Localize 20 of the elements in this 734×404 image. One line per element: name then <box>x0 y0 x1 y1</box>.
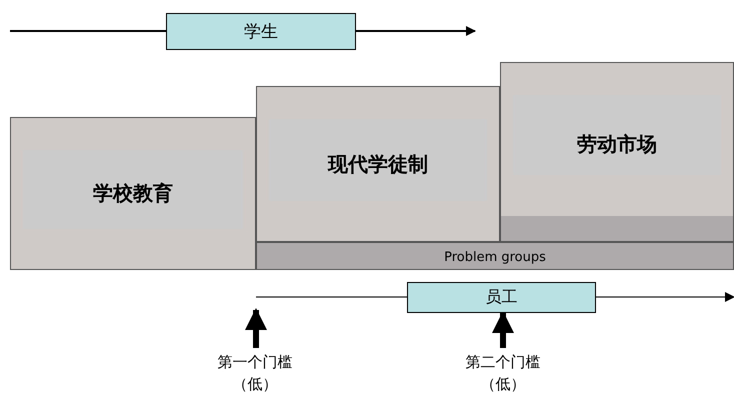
stage-box <box>500 62 734 242</box>
threshold-arrow <box>245 308 267 348</box>
box-label: 现代学徒制 <box>328 150 428 178</box>
threshold-label: 第二个门槛（低） <box>464 352 542 395</box>
box-label: 劳动市场 <box>577 131 657 158</box>
box-label: 学校教育 <box>93 180 173 207</box>
box-label: 员工 <box>486 287 518 308</box>
box-label: 学生 <box>244 21 278 43</box>
timeline-arrow <box>596 292 734 302</box>
timeline-line <box>256 296 408 298</box>
label-box <box>166 13 356 50</box>
timeline-line <box>10 30 166 32</box>
threshold-label: 第一个门槛（低） <box>216 352 294 395</box>
stage-box <box>10 117 256 270</box>
timeline-arrow <box>356 26 476 36</box>
label-box <box>407 282 596 313</box>
band <box>256 242 734 270</box>
box-label: Problem groups <box>444 250 546 265</box>
threshold-arrow <box>492 311 514 348</box>
stage-box <box>256 86 500 242</box>
